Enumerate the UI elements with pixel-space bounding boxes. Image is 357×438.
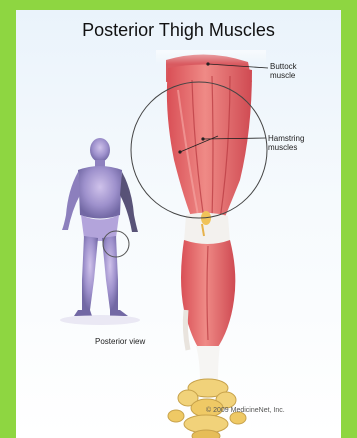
label-hamstring-muscles: Hamstring muscles bbox=[268, 134, 304, 152]
label-buttock-line-2: muscle bbox=[270, 71, 295, 80]
human-figure bbox=[60, 138, 140, 325]
label-buttock-line-1: Buttock bbox=[270, 62, 297, 71]
label-hamstring-line-1: Hamstring bbox=[268, 134, 304, 143]
diagram-panel: Posterior Thigh Muscles bbox=[16, 10, 341, 438]
copyright-text: © 2009 MedicineNet, Inc. bbox=[206, 406, 285, 415]
label-hamstring-line-2: muscles bbox=[268, 143, 297, 152]
magnified-leg bbox=[156, 50, 266, 438]
label-posterior-view: Posterior view bbox=[95, 337, 145, 346]
label-buttock-muscle: Buttock muscle bbox=[270, 62, 297, 80]
